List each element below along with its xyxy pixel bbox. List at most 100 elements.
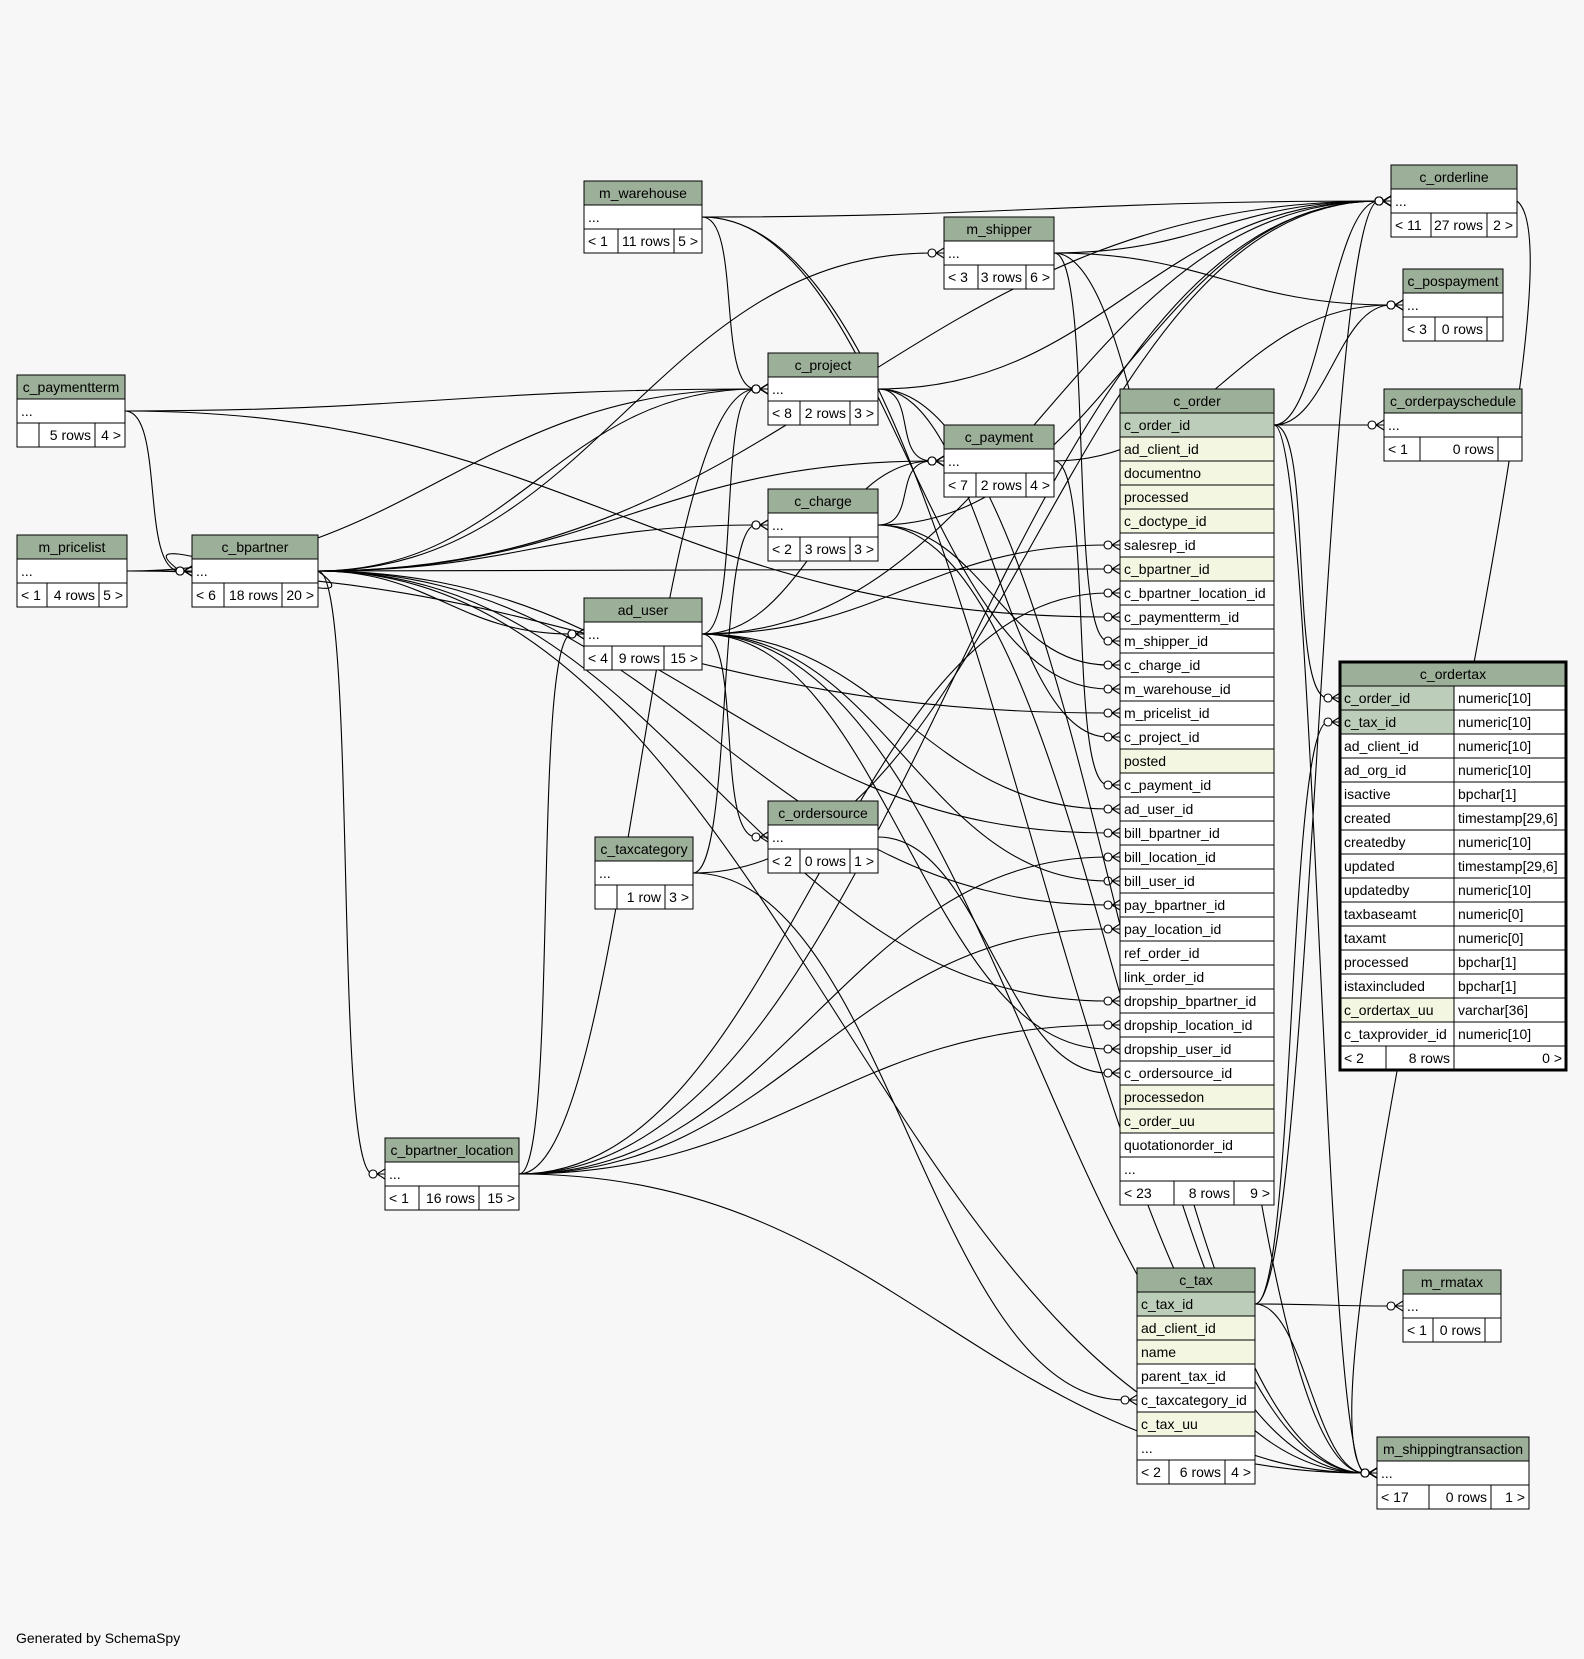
column-cell [1119, 796, 1275, 822]
table-border [1119, 388, 1275, 1206]
footer-rows: 2 rows [805, 405, 846, 421]
footer-rows: 4 rows [54, 587, 95, 603]
table-name: c_charge [794, 493, 852, 509]
column-name: isactive [1344, 786, 1391, 802]
column-name: ... [196, 563, 208, 579]
table-name: c_orderpayschedule [1390, 393, 1516, 409]
footer-parents: < 7 [948, 477, 968, 493]
relationship-line [877, 200, 1380, 390]
column-cell [943, 240, 1055, 266]
column-type: numeric[10] [1458, 714, 1531, 730]
table-border [1390, 164, 1518, 238]
column-type: bpchar[1] [1458, 978, 1516, 994]
optional-marker [1103, 1044, 1113, 1054]
footer-children: 15 > [670, 650, 698, 666]
column-name: ad_client_id [1124, 441, 1199, 457]
column-name: ... [588, 209, 600, 225]
table-c_tax[interactable]: c_taxc_tax_idad_client_idnameparent_tax_… [1136, 1267, 1256, 1485]
column-cell [767, 512, 879, 538]
column-cell [1119, 532, 1275, 558]
column-type: timestamp[29,6] [1458, 858, 1558, 874]
column-name: ... [772, 517, 784, 533]
optional-marker [1103, 732, 1113, 742]
column-name: ... [599, 865, 611, 881]
crows-foot-marker [1368, 1467, 1378, 1479]
footer-rows: 27 rows [1434, 217, 1483, 233]
footer-children: 3 > [854, 405, 874, 421]
footer-parents: < 17 [1381, 1489, 1409, 1505]
table-c_order[interactable]: c_orderc_order_idad_client_iddocumentnop… [1119, 388, 1275, 1206]
column-cell [1119, 652, 1275, 678]
column-cell [1339, 1021, 1455, 1047]
column-name: createdby [1344, 834, 1405, 850]
footer-parents: < 1 [389, 1190, 409, 1206]
table-border [1402, 1269, 1502, 1343]
optional-marker [368, 1169, 378, 1179]
footer-parents: < 2 [772, 853, 792, 869]
column-type: numeric[10] [1458, 882, 1531, 898]
column-name: ref_order_id [1124, 945, 1200, 961]
relationship-line [1053, 200, 1380, 254]
column-cell [1119, 940, 1275, 966]
relationship-line [701, 544, 1109, 635]
column-name: ... [1395, 193, 1407, 209]
column-name: processedon [1124, 1089, 1204, 1105]
footer-children: 3 > [669, 889, 689, 905]
column-type-cell [1453, 781, 1567, 807]
relationship-line [1053, 252, 1392, 306]
column-name: c_bpartner_id [1124, 561, 1210, 577]
column-cell [1119, 700, 1275, 726]
crows-foot-marker [759, 519, 769, 531]
crows-foot-marker [575, 628, 585, 640]
column-name: bill_location_id [1124, 849, 1216, 865]
footer-children: 1 > [854, 853, 874, 869]
relationship-line [692, 872, 1126, 1401]
optional-marker [1386, 1301, 1396, 1311]
column-type: numeric[10] [1458, 690, 1531, 706]
relationship-line [701, 633, 1109, 1050]
crows-foot-marker [1111, 611, 1121, 623]
relationship-line [1254, 721, 1329, 1305]
footer-cell [594, 884, 618, 910]
column-name: m_shipper_id [1124, 633, 1208, 649]
crows-foot-marker [1111, 1043, 1121, 1055]
optional-marker [1367, 420, 1377, 430]
footer-cell [418, 1185, 480, 1211]
column-name: ad_client_id [1141, 1320, 1216, 1336]
footer-cell [478, 1185, 520, 1211]
column-name: c_payment_id [1124, 777, 1211, 793]
table-header [1119, 388, 1275, 414]
crows-foot-marker [1111, 707, 1121, 719]
column-name: dropship_user_id [1124, 1041, 1231, 1057]
footer-rows: 0 rows [1453, 441, 1494, 457]
optional-marker [1103, 588, 1113, 598]
crows-foot-marker [1111, 587, 1121, 599]
column-type: varchar[36] [1458, 1002, 1528, 1018]
footer-children: 5 > [678, 233, 698, 249]
column-name: ... [948, 245, 960, 261]
relationship-line [317, 460, 933, 572]
column-name: ... [21, 563, 33, 579]
optional-marker [1103, 612, 1113, 622]
table-name: c_pospayment [1407, 273, 1498, 289]
table-border [384, 1137, 520, 1211]
